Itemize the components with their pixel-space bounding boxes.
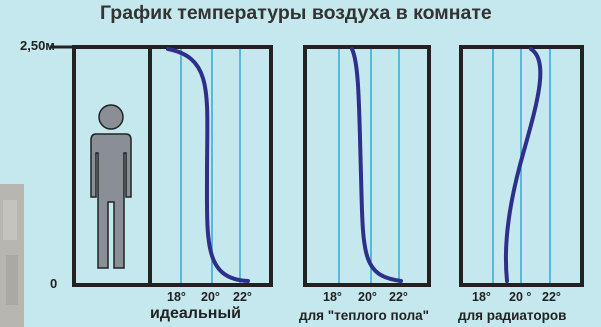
panel-frame: [459, 45, 584, 287]
tick-label: 18°: [323, 290, 342, 304]
tick-label: 18°: [472, 290, 491, 304]
panel-caption-floor-heating: для "теплого пола": [299, 308, 430, 323]
tick-label: 18°: [167, 290, 186, 304]
tick-label: 22°: [233, 290, 252, 304]
temperature-curve: [503, 47, 543, 283]
person-silhouette-icon: [90, 104, 132, 269]
tick-label: 20°: [358, 290, 377, 304]
tick-label: 20°: [201, 290, 220, 304]
panel-frame: [303, 45, 431, 287]
panel-ideal: [148, 45, 273, 287]
temperature-curve: [350, 47, 403, 283]
panel-floor-heating: [303, 45, 431, 287]
temperature-curve: [166, 47, 250, 283]
panel-radiators: [459, 45, 584, 287]
tick-label: 20 °: [509, 290, 532, 304]
panel-frame: [148, 45, 273, 287]
panel-caption-radiators: для радиаторов: [458, 308, 567, 323]
height-bottom-label: 0: [50, 276, 58, 291]
tick-label: 22°: [389, 290, 408, 304]
panel-caption-ideal: идеальный: [150, 305, 241, 322]
diagram-title: График температуры воздуха в комнате: [100, 2, 492, 24]
tick-label: 22°: [542, 290, 561, 304]
height-top-label: 2,50м: [20, 38, 55, 53]
photo-fragment: [0, 184, 24, 327]
